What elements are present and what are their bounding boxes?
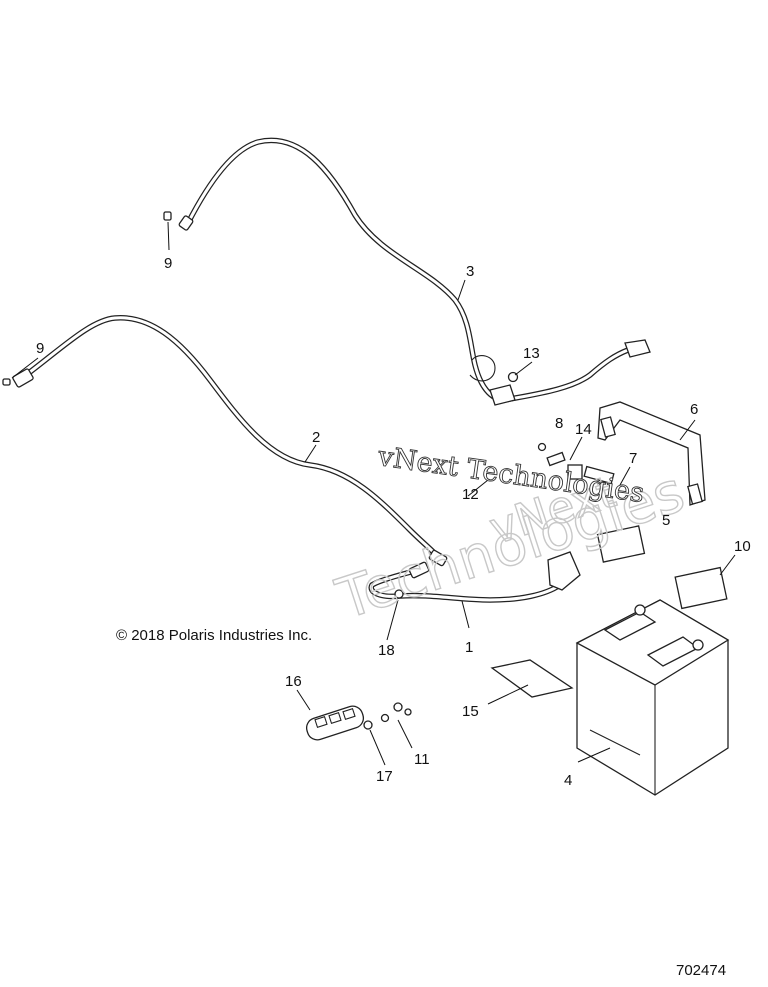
callout-15: 15 bbox=[462, 703, 479, 720]
callout-2: 2 bbox=[312, 429, 320, 446]
callout-12: 12 bbox=[462, 486, 479, 503]
callout-1: 1 bbox=[465, 639, 473, 656]
hold-down-bracket bbox=[597, 401, 706, 506]
callout-11: 11 bbox=[414, 751, 430, 768]
callout-5: 5 bbox=[662, 512, 670, 529]
drawing-number: 702474 bbox=[676, 962, 726, 979]
callout-17: 17 bbox=[376, 768, 393, 785]
fuse-holder bbox=[305, 702, 412, 741]
callout-16: 16 bbox=[285, 673, 302, 690]
callout-9-left: 9 bbox=[36, 340, 44, 357]
copyright-notice: © 2018 Polaris Industries Inc. bbox=[116, 627, 312, 644]
battery bbox=[575, 599, 730, 796]
hardware-cluster bbox=[507, 371, 615, 485]
label-10 bbox=[674, 566, 728, 610]
cable-2 bbox=[12, 315, 448, 567]
callout-3: 3 bbox=[466, 263, 474, 280]
callout-13: 13 bbox=[523, 345, 540, 362]
nut-9-upper bbox=[163, 211, 172, 221]
callout-10: 10 bbox=[734, 538, 751, 555]
cable-3 bbox=[178, 137, 651, 406]
sticker-15 bbox=[490, 659, 574, 698]
label-5 bbox=[596, 525, 646, 563]
callout-4: 4 bbox=[564, 772, 572, 789]
nut-18 bbox=[394, 589, 404, 599]
leader-lines bbox=[11, 221, 736, 766]
watermark: Technologies vNext vNext Technologies bbox=[328, 441, 693, 634]
callout-7: 7 bbox=[629, 450, 637, 467]
cable-1 bbox=[368, 551, 581, 603]
callout-14: 14 bbox=[575, 421, 592, 438]
nut-9-left bbox=[2, 378, 11, 386]
callout-6: 6 bbox=[690, 401, 698, 418]
callout-8: 8 bbox=[555, 415, 563, 432]
callout-18: 18 bbox=[378, 642, 395, 659]
callout-9-upper: 9 bbox=[164, 255, 172, 272]
